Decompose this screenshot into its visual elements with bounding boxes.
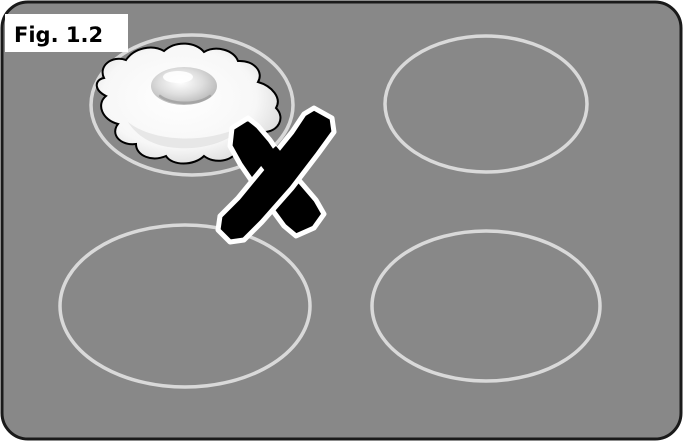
- figure-label-text: Fig. 1.2: [14, 23, 103, 47]
- egg-yolk-highlight: [163, 71, 193, 83]
- figure-label: Fig. 1.2: [5, 14, 128, 52]
